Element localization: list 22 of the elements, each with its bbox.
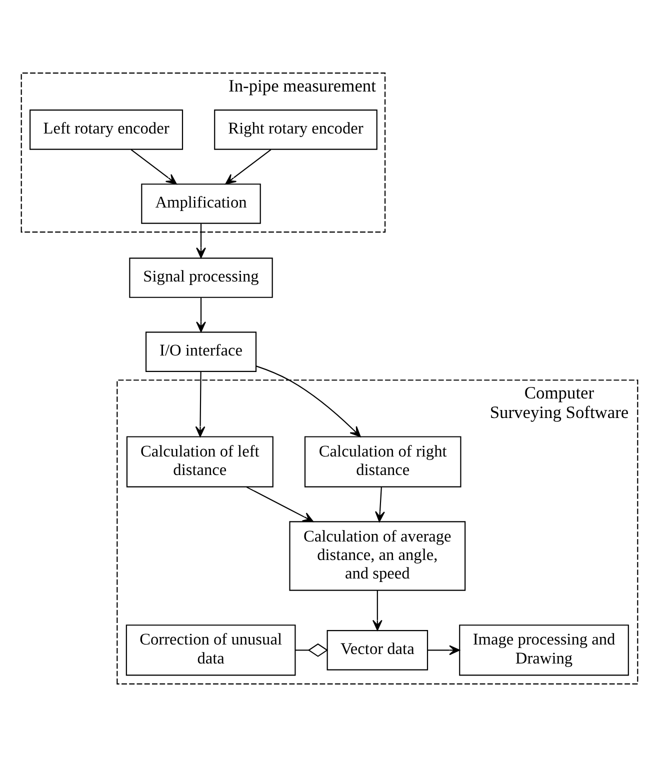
node-box: Left rotary encoder (30, 110, 184, 150)
node-box: Correction of unusual data (126, 624, 296, 676)
arrow (225, 149, 272, 184)
arrow (195, 372, 206, 438)
arrow (372, 590, 382, 631)
node-box: Image processing and Drawing (459, 624, 629, 676)
arrow (196, 224, 206, 258)
arrow (130, 149, 177, 184)
node-box: Amplification (141, 184, 261, 224)
node-box: I/O interface (145, 332, 257, 372)
node-box: Calculation of average distance, an angle, and speed (289, 521, 466, 591)
node-box: Calculation of left distance (126, 436, 274, 488)
arrow (428, 645, 460, 656)
connector (295, 643, 328, 657)
arrow (375, 487, 385, 522)
node-box: Right rotary encoder (214, 110, 378, 150)
arrow (196, 298, 206, 332)
arrow (256, 366, 361, 438)
node-box: Vector data (326, 630, 428, 670)
node-box: Signal processing (129, 258, 273, 298)
node-box: Calculation of right distance (304, 436, 462, 488)
arrow (246, 486, 314, 522)
